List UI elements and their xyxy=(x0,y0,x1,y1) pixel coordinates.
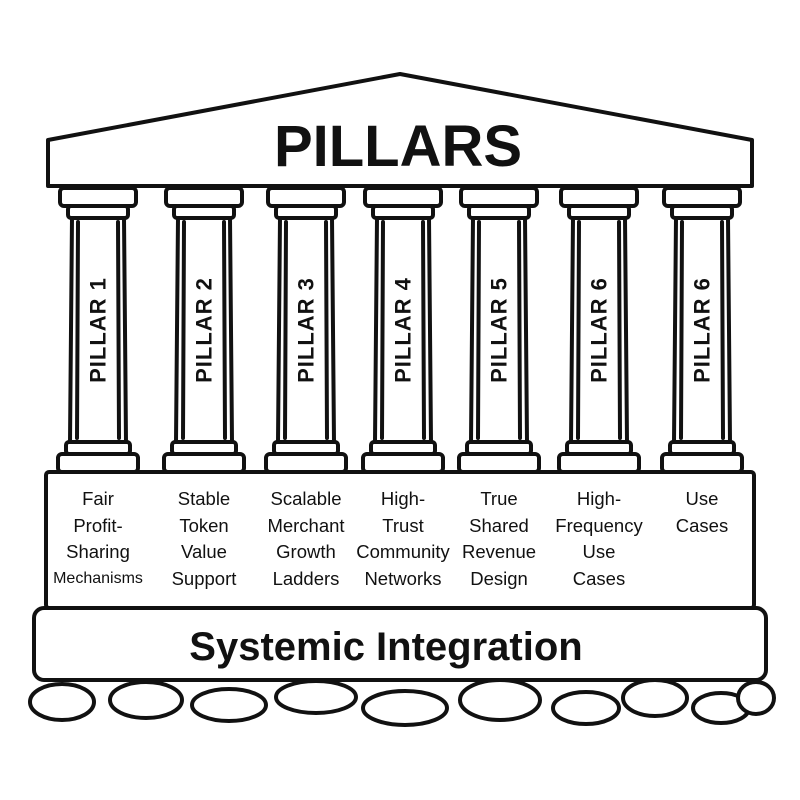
pillar-flute xyxy=(283,220,288,440)
pillar-column: PILLAR 6 xyxy=(557,186,641,474)
pillar-flute xyxy=(222,220,227,440)
pillar-label: PILLAR 6 xyxy=(587,277,612,383)
pillar-description-line: Shared xyxy=(469,514,529,536)
pillar-flute xyxy=(476,220,481,440)
pillar-description-line: High- xyxy=(576,488,622,509)
pillar-description-line: Token xyxy=(179,514,229,536)
pillar-description-line: Fair xyxy=(82,488,114,509)
pillar-flute xyxy=(517,220,522,440)
pillar-description-line: Networks xyxy=(364,567,442,589)
pillar-columns: PILLAR 1 PILLAR 2 PILLAR 3 PILLAR 4 PILLAR 5… xyxy=(56,186,744,474)
foundation-stone xyxy=(108,680,184,720)
pillar-description-line: Support xyxy=(171,567,237,589)
pillar-description-line: Sharing xyxy=(66,541,130,562)
foundation-stone xyxy=(736,680,776,716)
pillar-capital-top xyxy=(559,186,639,208)
pillar-label: PILLAR 2 xyxy=(192,277,217,383)
pillar-description-line: Cases xyxy=(572,567,626,589)
pillar-label: PILLAR 5 xyxy=(487,277,512,383)
pillar-description-line: Merchant xyxy=(267,514,345,536)
pillar-flute xyxy=(116,220,121,440)
pillar-label: PILLAR 4 xyxy=(391,277,416,383)
foundation-stone xyxy=(190,687,268,723)
pillar-column: PILLAR 6 xyxy=(660,186,744,474)
pillar-description-line: Community xyxy=(356,541,450,562)
pillar-description-line: Growth xyxy=(276,541,336,562)
pillar-description-line: Value xyxy=(181,541,227,562)
pillar-description-line: Ladders xyxy=(272,567,340,589)
pillar-capital-top xyxy=(266,186,346,208)
roof-pediment xyxy=(46,72,754,188)
pillar-capital-top xyxy=(459,186,539,208)
pillar-column: PILLAR 3 xyxy=(264,186,348,474)
pillar-description-line: Design xyxy=(470,567,528,589)
pillar-capital-top xyxy=(164,186,244,208)
pillar-flute xyxy=(576,220,581,440)
pillar-label: PILLAR 3 xyxy=(294,277,319,383)
diagram-title: PILLARS xyxy=(274,114,522,179)
pillar-flute xyxy=(421,220,426,440)
pillar-description-line: Cases xyxy=(675,514,729,536)
foundation-stone xyxy=(274,679,358,715)
pillar-description-line: Frequency xyxy=(555,514,643,536)
foundation-stone xyxy=(551,690,621,726)
pillar-column: PILLAR 4 xyxy=(361,186,445,474)
pillar-flute xyxy=(720,220,725,440)
pillar-description-line: Revenue xyxy=(461,541,537,562)
pillar-label: PILLAR 6 xyxy=(690,277,715,383)
pillar-flute xyxy=(324,220,329,440)
pillar-description-line: True xyxy=(480,488,518,509)
pillar-description-line: Stable xyxy=(177,488,231,509)
foundation-stone xyxy=(621,678,689,718)
pillar-base-plinth xyxy=(162,452,246,474)
foundation-label: Systemic Integration xyxy=(189,625,582,669)
pillar-flute xyxy=(75,220,80,440)
pillar-description-line: Use xyxy=(582,541,616,562)
pillar-flute xyxy=(380,220,385,440)
pillar-description-line: Use xyxy=(685,488,719,509)
foundation-stone xyxy=(458,678,542,722)
pillar-base-plinth xyxy=(56,452,140,474)
foundation-stones xyxy=(28,678,776,727)
pillar-base-plinth xyxy=(264,452,348,474)
pillar-base-plinth xyxy=(557,452,641,474)
foundation-slab xyxy=(32,606,768,682)
pillar-column: PILLAR 2 xyxy=(162,186,246,474)
pillar-description-line: High- xyxy=(380,488,426,509)
pillar-description-line: Mechanisms xyxy=(53,569,143,587)
foundation-stone xyxy=(361,689,449,727)
pillar-capital-top xyxy=(662,186,742,208)
foundation-stone xyxy=(28,682,96,722)
pillar-description-line: Trust xyxy=(382,514,424,536)
pillar-base-plinth xyxy=(457,452,541,474)
pillar-flute xyxy=(679,220,684,440)
pillar-capital-top xyxy=(58,186,138,208)
pillar-capital-top xyxy=(363,186,443,208)
pillar-description-line: Profit- xyxy=(73,514,123,536)
pillar-label: PILLAR 1 xyxy=(86,277,111,383)
pillar-flute xyxy=(181,220,186,440)
pillar-flute xyxy=(617,220,622,440)
pillar-column: PILLAR 5 xyxy=(457,186,541,474)
pillar-base-plinth xyxy=(660,452,744,474)
pillar-description-line: Scalable xyxy=(270,488,342,509)
pillar-column: PILLAR 1 xyxy=(56,186,140,474)
pillar-base-plinth xyxy=(361,452,445,474)
